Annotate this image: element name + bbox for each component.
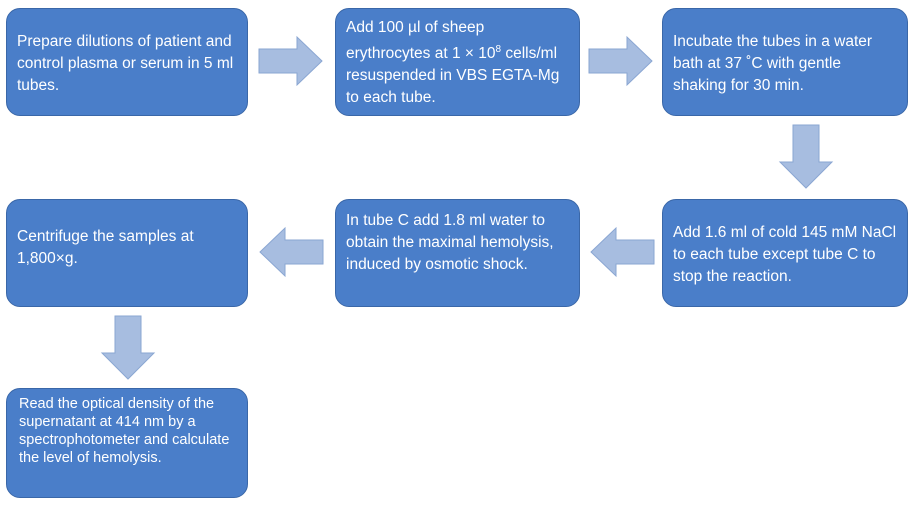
step-box-tube-c-water: In tube C add 1.8 ml water to obtain the… (335, 199, 580, 307)
step-text-rest: cells/ml resuspended in VBS EGTA-Mg to e… (346, 45, 560, 107)
step-box-read-optical-density: Read the optical density of the supernat… (6, 388, 248, 498)
arrow-left-icon (259, 226, 324, 278)
step-text: Prepare dilutions of patient and control… (17, 33, 234, 94)
arrow-left-icon (590, 226, 655, 278)
step-text: Read the optical density of the supernat… (19, 396, 230, 466)
step-box-prepare-dilutions: Prepare dilutions of patient and control… (6, 8, 248, 116)
step-box-centrifuge: Centrifuge the samples at 1,800×g. (6, 199, 248, 307)
step-text-exponent: 8 (495, 44, 502, 55)
arrow-down-icon (778, 124, 834, 189)
step-text-main: Add 100 µl of sheep erythrocytes at 1 × … (346, 19, 496, 63)
step-text: Add 1.6 ml of cold 145 mM NaCl to each t… (673, 224, 897, 285)
arrow-down-icon (100, 315, 156, 380)
step-box-add-erythrocytes: Add 100 µl of sheep erythrocytes at 1 × … (335, 8, 580, 116)
step-text: In tube C add 1.8 ml water to obtain the… (346, 212, 554, 273)
step-text: Centrifuge the samples at 1,800×g. (17, 228, 194, 267)
step-box-incubate: Incubate the tubes in a water bath at 37… (662, 8, 908, 116)
step-text: Incubate the tubes in a water bath at 37… (673, 33, 873, 94)
arrow-right-icon (588, 35, 653, 87)
step-text: Add 100 µl of sheep erythrocytes at 1 × … (346, 17, 569, 109)
step-box-add-nacl: Add 1.6 ml of cold 145 mM NaCl to each t… (662, 199, 908, 307)
arrow-right-icon (258, 35, 323, 87)
